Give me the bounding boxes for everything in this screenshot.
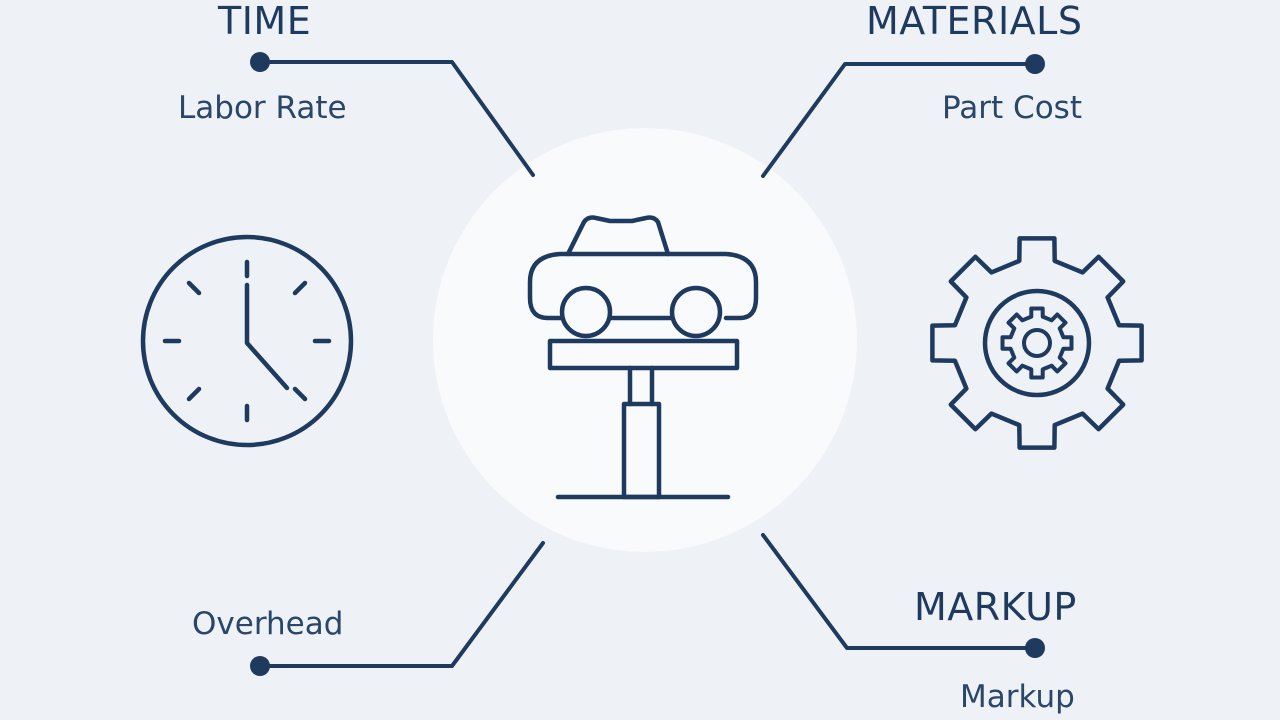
connector-dot-materials [1025,54,1045,74]
car-body [527,251,759,321]
car-wheel-right [669,285,723,339]
lift-platform [547,338,740,371]
label-labor-rate: Labor Rate [178,90,347,126]
car-roof [565,215,671,257]
heading-time: TIME [218,0,312,43]
connector-time [258,60,535,177]
gear-icon [930,236,1144,450]
heading-markup: MARKUP [914,585,1077,629]
clock-icon [140,234,354,448]
car-wheel-left [559,285,613,339]
connector-dot-time [250,52,270,72]
heading-materials: MATERIALS [866,0,1083,43]
label-part-cost: Part Cost [942,90,1082,126]
connector-markup [761,533,1037,650]
connector-dot-markup [1025,638,1045,658]
connector-materials [761,62,1037,178]
label-overhead: Overhead [192,606,344,642]
car-on-lift-icon [527,215,759,500]
label-markup: Markup [960,679,1075,715]
connector-dot-overhead [250,656,270,676]
connector-overhead [258,541,545,668]
